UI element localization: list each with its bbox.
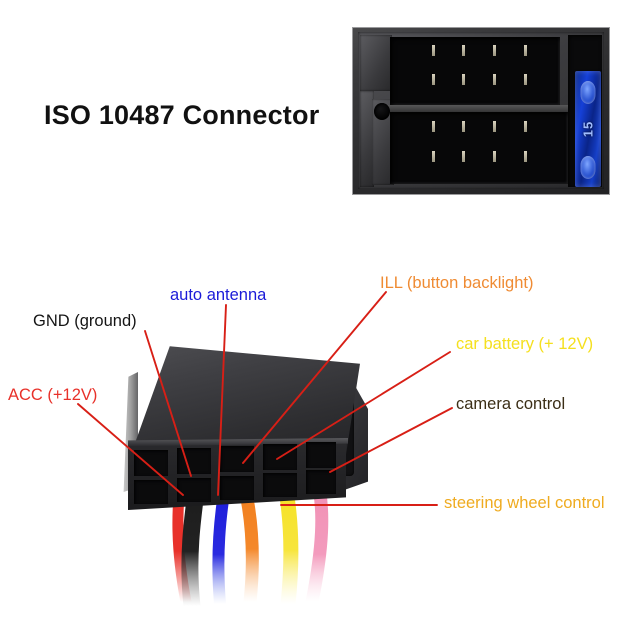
plug-chamber <box>177 478 211 502</box>
socket-pin <box>432 121 435 132</box>
socket-pin <box>432 74 435 85</box>
label-steering-wheel-control: steering wheel control <box>444 494 605 512</box>
socket-pin <box>493 74 496 85</box>
socket-alignment-hole <box>374 103 390 120</box>
plug-chamber <box>306 442 336 468</box>
socket-left-step-lower <box>360 91 374 187</box>
socket-cavity-a <box>390 37 560 105</box>
plug-chamber <box>306 470 336 494</box>
label-acc: ACC (+12V) <box>8 386 98 404</box>
socket-center-rib <box>386 105 572 113</box>
label-ill: ILL (button backlight) <box>380 274 534 292</box>
plug-chamber <box>263 444 297 470</box>
socket-pin <box>524 45 527 56</box>
socket-left-step-upper <box>360 35 392 91</box>
plug-front-lip <box>128 438 348 446</box>
socket-pin <box>493 45 496 56</box>
label-camera-control: camera control <box>456 395 566 413</box>
fuse-window-top <box>580 81 596 104</box>
plug-chamber <box>177 448 211 474</box>
plug-chamber <box>134 480 168 504</box>
fuse-rating-label: 15 <box>580 120 596 138</box>
plug-chamber <box>134 450 168 476</box>
socket-pin <box>462 151 465 162</box>
plug-chamber <box>220 476 254 500</box>
socket-pin <box>493 151 496 162</box>
fuse-window-bottom <box>580 156 596 179</box>
socket-pin <box>432 151 435 162</box>
plug-chamber <box>263 473 297 497</box>
iso-socket-photo: 15 <box>352 27 610 195</box>
plug-chamber <box>220 446 254 472</box>
socket-pin <box>493 121 496 132</box>
socket-pin <box>524 74 527 85</box>
iso-plug-photo <box>120 340 370 640</box>
socket-pin <box>462 74 465 85</box>
label-car-battery: car battery (+ 12V) <box>456 335 594 353</box>
socket-pin <box>432 45 435 56</box>
label-auto-antenna: auto antenna <box>170 286 267 304</box>
socket-cavity-b <box>390 112 568 184</box>
socket-fuse: 15 <box>575 71 601 187</box>
socket-left-step-inner <box>372 99 394 185</box>
socket-pin <box>462 45 465 56</box>
page-title: ISO 10487 Connector <box>44 100 320 130</box>
socket-pin <box>462 121 465 132</box>
label-gnd: GND (ground) <box>33 312 137 330</box>
socket-pin <box>524 151 527 162</box>
socket-pin <box>524 121 527 132</box>
